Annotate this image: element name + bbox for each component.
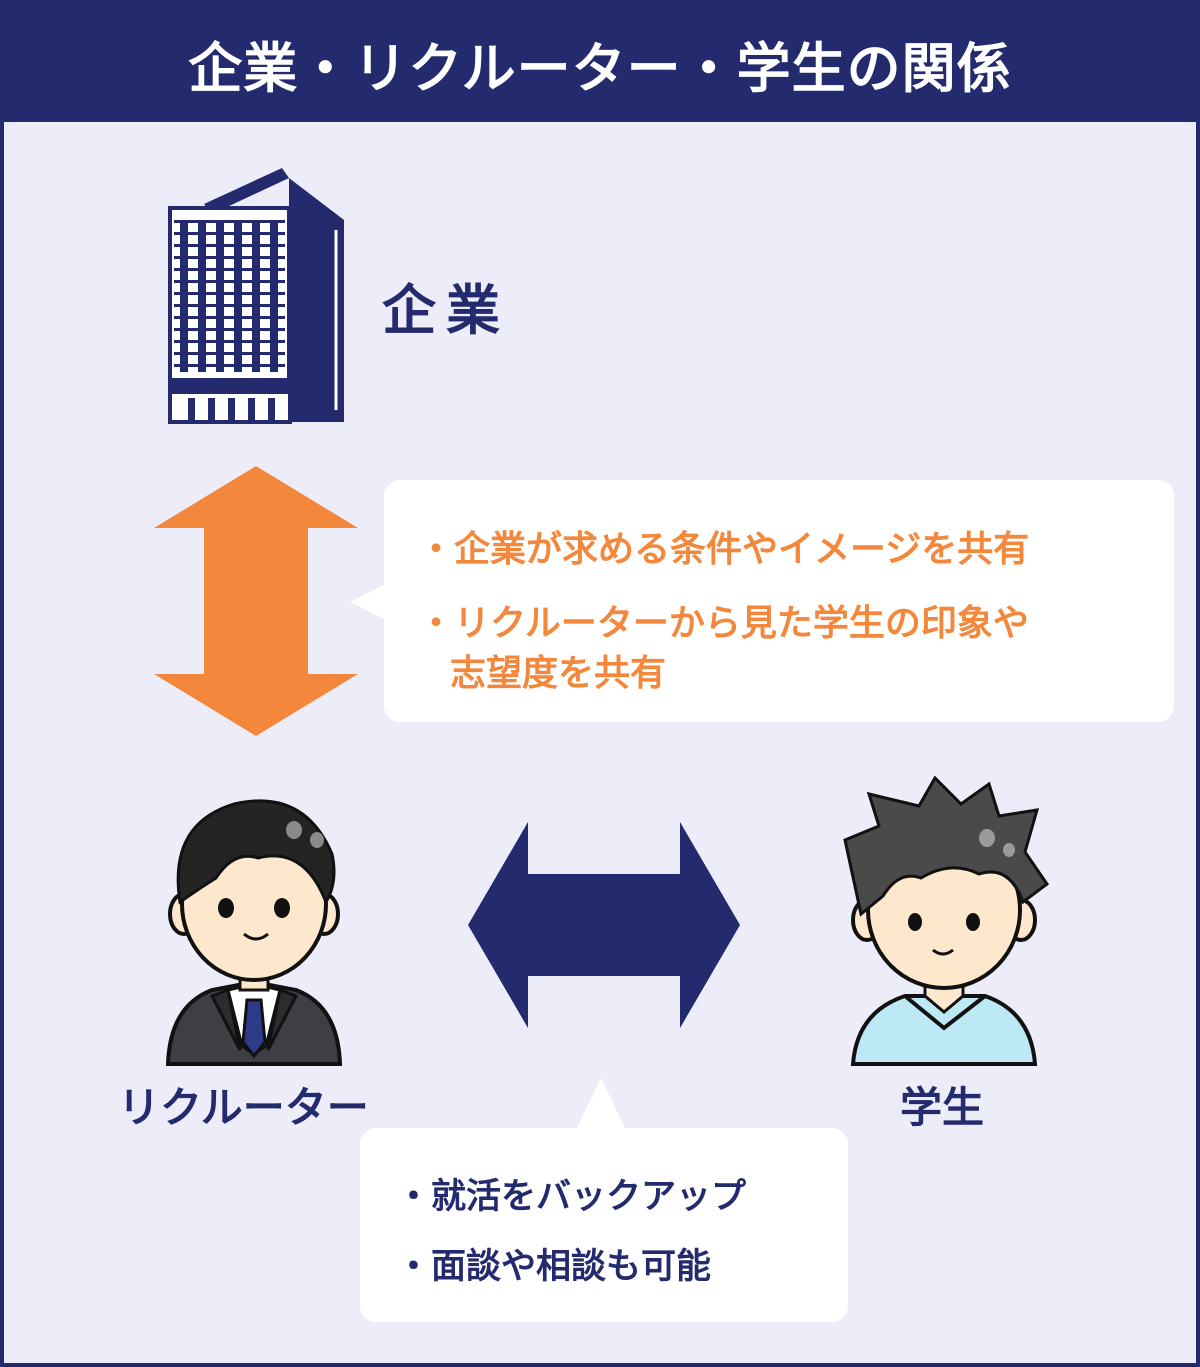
horizontal-double-arrow-icon [468, 822, 740, 1028]
student-avatar-icon [843, 775, 1050, 1066]
vertical-double-arrow-icon [154, 466, 358, 736]
note-line: ・面談や相談も可能 [396, 1247, 712, 1287]
building-door-panel [228, 398, 235, 420]
page-title: 企業・リクルーター・学生の関係 [4, 4, 1196, 122]
note-line: ・リクルーターから見た学生の印象や [418, 603, 1029, 644]
note-line: ・就活をバックアップ [396, 1177, 747, 1217]
building-floor-line [174, 244, 285, 247]
note-line: 志望度を共有 [450, 653, 667, 694]
recruiter-label: リクルーター [118, 1083, 369, 1132]
company-recruiter-notes: ・企業が求める条件やイメージを共有 ・リクルーターから見た学生の印象や 志望度を… [350, 480, 1174, 722]
building-window-column [270, 220, 278, 372]
building-floor-line [174, 232, 285, 235]
building-floor-line [174, 304, 285, 307]
building-floor-line [174, 256, 285, 259]
building-floor-line [174, 328, 285, 331]
building-floor-line [174, 280, 285, 283]
building-door-panel [208, 398, 215, 420]
building-window-column [198, 220, 206, 372]
building-floor-line [174, 292, 285, 295]
building-window-column [252, 220, 260, 372]
building-icon [168, 168, 344, 424]
building-floor-line [174, 268, 285, 271]
building-floor-line [174, 352, 285, 355]
building-door-panel [188, 398, 195, 420]
bubble-tail [350, 584, 386, 620]
recruiter-student-notes: ・就活をバックアップ ・面談や相談も可能 [360, 1078, 848, 1322]
building-window-column [234, 220, 242, 372]
building-floor-line [174, 316, 285, 319]
bubble-tail [576, 1078, 626, 1130]
building-floor-line [174, 364, 285, 367]
note-line: ・企業が求める条件やイメージを共有 [418, 529, 1030, 570]
company-label: 企業 [382, 279, 510, 342]
building-floor-line [174, 220, 285, 223]
student-label: 学生 [900, 1083, 985, 1132]
recruiter-avatar-icon [165, 799, 343, 1066]
building-window-column [216, 220, 224, 372]
building-window-column [180, 220, 188, 372]
building-door-panel [248, 398, 255, 420]
building-door-panel [268, 398, 275, 420]
building-floor-line [174, 340, 285, 343]
